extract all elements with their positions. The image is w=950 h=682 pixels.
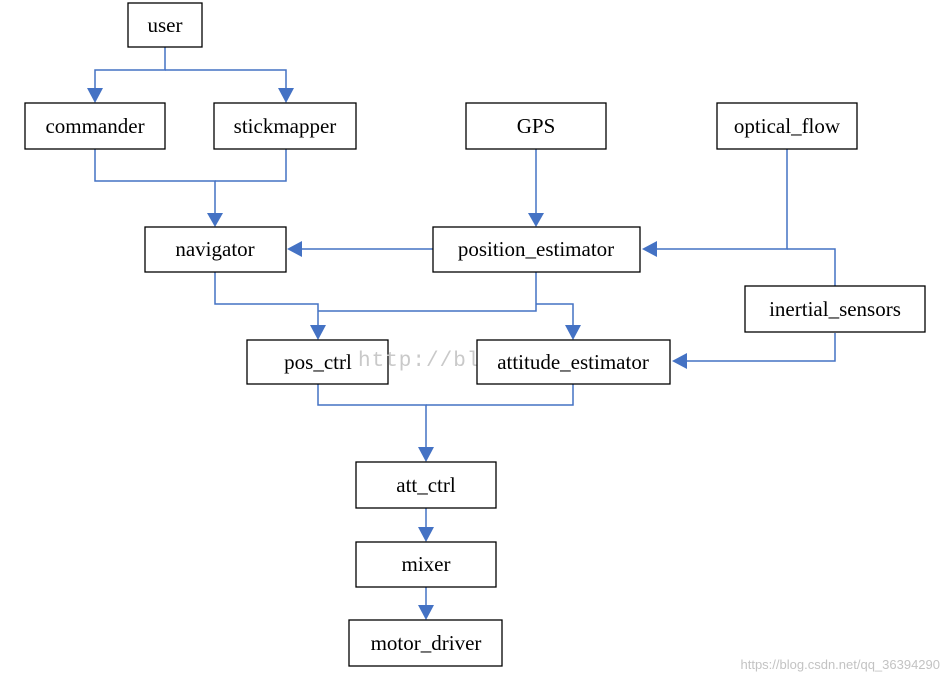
node-optical-flow: optical_flow: [716, 102, 858, 150]
arrowhead-mixer: [418, 527, 434, 542]
arrowhead-motor-driver: [418, 605, 434, 620]
node-att-ctrl: att_ctrl: [355, 461, 497, 509]
arrowhead-position-estimator-right: [642, 241, 657, 257]
node-gps-label: GPS: [517, 114, 556, 138]
arrowhead-navigator: [207, 213, 223, 227]
node-pos-ctrl-label: pos_ctrl: [284, 350, 352, 374]
edge-commander-to-navigator: [94, 149, 216, 216]
node-optical-flow-label: optical_flow: [734, 114, 841, 138]
edges: [87, 47, 836, 620]
edge-inertial-sensors-to-position-estimator: [787, 248, 836, 286]
node-navigator-label: navigator: [175, 237, 254, 261]
node-stickmapper: stickmapper: [213, 102, 357, 150]
node-commander-label: commander: [45, 114, 144, 138]
edge-optical-flow-to-position-estimator: [656, 149, 788, 250]
node-navigator: navigator: [144, 226, 287, 273]
arrowhead-commander: [87, 88, 103, 103]
node-attitude-estimator: attitude_estimator: [476, 339, 671, 385]
edge-position-estimator-to-pos-ctrl: [318, 272, 537, 312]
node-user: user: [127, 2, 203, 48]
node-user-label: user: [148, 13, 183, 37]
node-mixer-label: mixer: [402, 552, 451, 576]
arrowhead-navigator-right: [287, 241, 302, 257]
node-gps: GPS: [465, 102, 607, 150]
node-position-estimator-label: position_estimator: [458, 237, 614, 261]
node-motor-driver-label: motor_driver: [371, 631, 482, 655]
arrowhead-position-estimator-top: [528, 213, 544, 227]
edge-attitude-estimator-to-att-ctrl: [426, 384, 574, 406]
edge-user-to-stickmapper: [165, 69, 287, 92]
node-inertial-sensors: inertial_sensors: [744, 285, 926, 333]
node-stickmapper-label: stickmapper: [234, 114, 337, 138]
watermark-corner: https://blog.csdn.net/qq_36394290: [740, 657, 941, 672]
node-pos-ctrl: pos_ctrl: [246, 339, 389, 385]
node-attitude-estimator-label: attitude_estimator: [497, 350, 649, 374]
node-commander: commander: [24, 102, 166, 150]
arrowhead-att-ctrl: [418, 447, 434, 462]
node-position-estimator: position_estimator: [432, 226, 641, 273]
edge-stickmapper-to-navigator: [215, 149, 287, 182]
arrowhead-attitude-estimator-right: [672, 353, 687, 369]
edge-inertial-sensors-to-attitude-estimator: [685, 333, 836, 362]
edge-pos-ctrl-to-att-ctrl: [317, 384, 427, 449]
node-att-ctrl-label: att_ctrl: [396, 473, 456, 497]
node-motor-driver: motor_driver: [348, 619, 503, 667]
node-inertial-sensors-label: inertial_sensors: [769, 297, 901, 321]
node-mixer: mixer: [355, 541, 497, 588]
arrowhead-stickmapper: [278, 88, 294, 103]
edge-navigator-to-pos-ctrl: [214, 272, 319, 327]
arrowhead-pos-ctrl: [310, 325, 326, 340]
arrowhead-attitude-estimator: [565, 325, 581, 340]
edge-user-to-commander: [94, 47, 166, 92]
edge-position-estimator-to-attitude-estimator: [536, 303, 574, 327]
